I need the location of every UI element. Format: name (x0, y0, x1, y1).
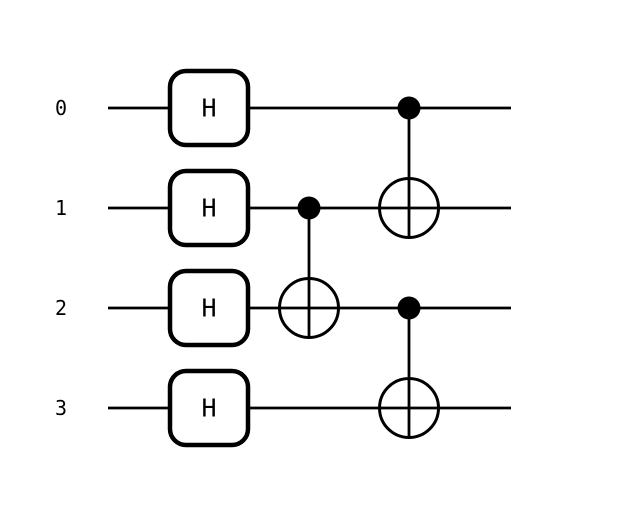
cnot-control-dot (297, 196, 321, 220)
cnot-control-dot (397, 296, 421, 320)
qubit-label: 1 (55, 196, 67, 220)
cnot-target-icon (378, 177, 440, 239)
h-gate-label: H (201, 294, 216, 323)
cnot-control-dot (397, 96, 421, 120)
h-gate-box (167, 168, 251, 248)
h-gate-box (167, 268, 251, 348)
h-gate-label: H (201, 394, 216, 423)
h-gate-label: H (201, 194, 216, 223)
qubit-label: 0 (55, 96, 67, 120)
qubit-label: 2 (55, 296, 67, 320)
qubit-label: 3 (55, 396, 67, 420)
h-gate-label: H (201, 94, 216, 123)
h-gate-box (167, 368, 251, 448)
cnot-target-icon (278, 277, 340, 339)
h-gate-box (167, 68, 251, 148)
cnot-target-icon (378, 377, 440, 439)
